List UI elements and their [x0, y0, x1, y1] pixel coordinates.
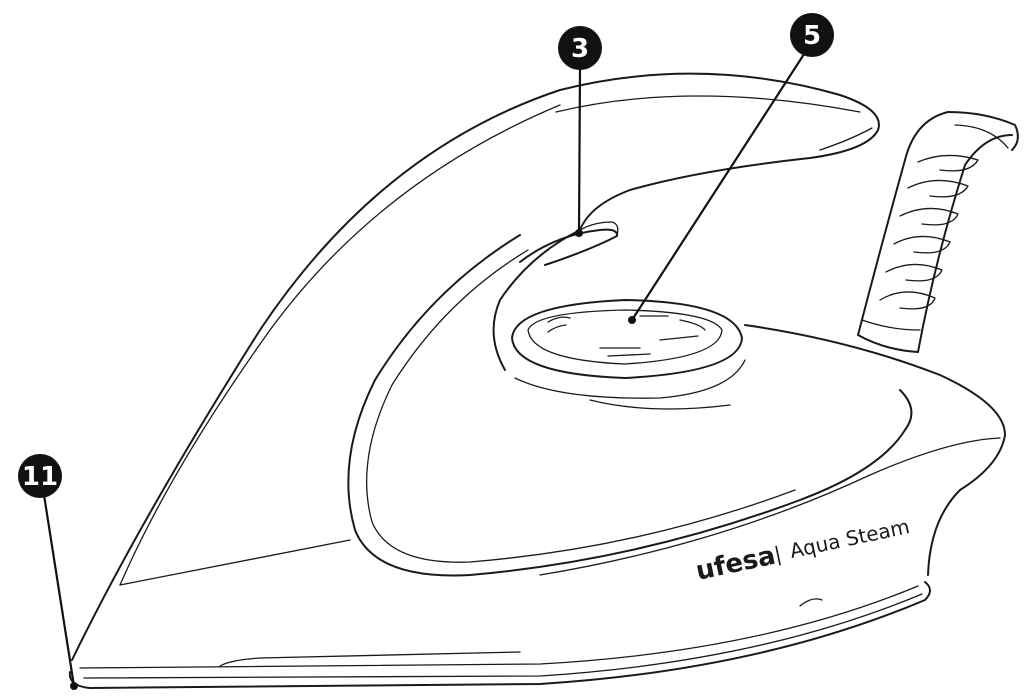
dial-ledge-2	[589, 399, 731, 410]
body-rear-lower	[539, 437, 1001, 576]
iron-drawing	[68, 72, 1019, 689]
callout-soleplate-edge: 11	[18, 454, 78, 690]
callout-number: 3	[571, 34, 589, 64]
dial-ledge	[514, 359, 746, 399]
callout-badge	[18, 454, 62, 498]
handle-top-face	[555, 95, 861, 113]
leader-dot	[575, 229, 583, 237]
handle-top-face-2	[819, 127, 873, 151]
leader-dot	[628, 316, 636, 324]
handle-inner	[492, 229, 581, 371]
body-window	[347, 234, 913, 577]
callout-number: 5	[803, 21, 821, 51]
body-outer	[71, 72, 880, 661]
leader-line	[42, 494, 76, 687]
leader-dot	[70, 682, 78, 690]
soleplate-line-1	[79, 585, 919, 669]
soleplate	[68, 581, 931, 689]
cord-guard	[857, 111, 1019, 353]
trigger-pocket-2	[576, 221, 619, 237]
callout-handle-trigger: 3	[558, 26, 602, 237]
left-panel	[119, 104, 561, 586]
body-window-inner	[366, 249, 796, 563]
callout-badge	[790, 13, 834, 57]
leader-line	[631, 47, 809, 321]
soleplate-line-3	[219, 651, 521, 667]
soleplate-line-2	[83, 593, 923, 679]
steam-dial-drawing	[511, 299, 743, 379]
leader-line	[577, 67, 582, 234]
left-panel-bottom	[119, 539, 351, 586]
brand-separator: |	[772, 541, 784, 566]
body-rear	[744, 324, 1006, 576]
brand-label: ufesa | Aqua Steam	[693, 514, 912, 587]
callout-badge	[558, 26, 602, 70]
soleplate-rear-notch	[799, 598, 823, 607]
model-name: Aqua Steam	[788, 514, 912, 563]
trigger-pocket	[519, 228, 619, 266]
brand-name: ufesa	[693, 541, 778, 587]
callout-steam-dial: 5	[628, 13, 834, 324]
callout-number: 11	[22, 462, 58, 492]
